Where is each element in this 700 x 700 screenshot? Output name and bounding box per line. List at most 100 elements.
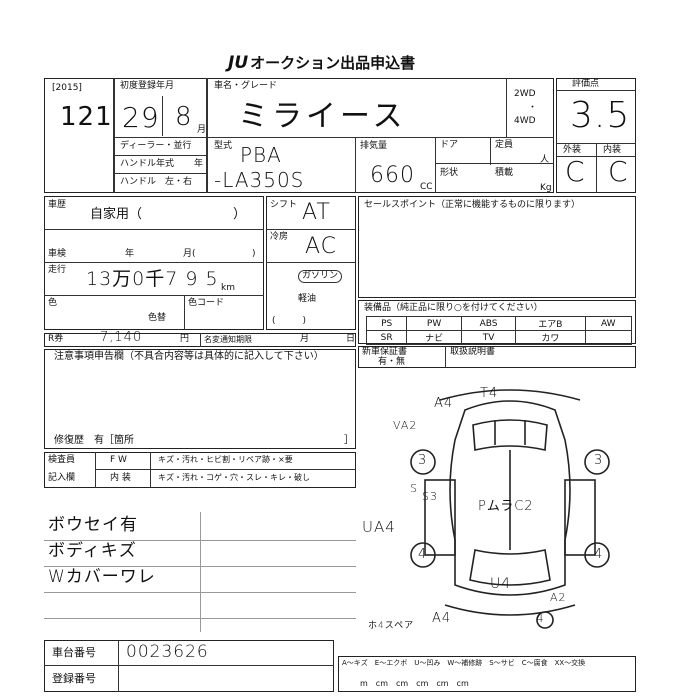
remark-1: ボウセイ有 [48, 515, 138, 535]
damage-ua4: UA4 [362, 518, 396, 536]
registration-month: 8 [175, 102, 193, 132]
cc-unit: CC [420, 182, 433, 192]
equip-navi: ナビ [406, 330, 462, 345]
shift-block [266, 196, 356, 330]
car-damage-diagram [410, 389, 610, 629]
recycle-label: R券 [48, 334, 64, 344]
door-label: ドア [440, 140, 459, 150]
record-box [358, 346, 636, 368]
model-prefix: PBA [240, 143, 282, 167]
damage-s: S [410, 482, 418, 495]
load-unit: Kg [540, 183, 552, 193]
usage-label: 車歴 [48, 200, 67, 210]
dealer-label: ディーラー・並行 [120, 141, 192, 151]
sales-point-box [358, 196, 636, 298]
aircon-value: AC [305, 234, 338, 259]
name-change-day: 日 [346, 334, 356, 344]
equip-empty [584, 330, 632, 345]
registration-year: 29 [122, 101, 160, 134]
handle-label: ハンドル 左・右 [120, 177, 193, 187]
2wd-option: 2WD [514, 89, 536, 99]
capacity-label: 定員 [495, 140, 514, 150]
inspector-box [44, 452, 356, 488]
4wd-option: 4WD [514, 116, 536, 126]
equip-tv: TV [460, 330, 517, 345]
damage-left-front-wheel: 3 [418, 453, 428, 468]
inspection-label: 車検 [48, 249, 67, 259]
bottom-box [44, 640, 334, 692]
car-name-label: 車名・グレード [214, 81, 278, 91]
equip-airbag: エアB [515, 316, 586, 331]
fw-items: キズ・汚れ・ヒビ割・リペア跡・×要 [158, 455, 293, 464]
logo: JU [228, 53, 249, 73]
inspection-month-unit: 月( [183, 249, 196, 259]
inspection-year-unit: 年 [125, 249, 135, 259]
warranty-yes-no: 有・無 [378, 357, 406, 367]
fuel-gasoline: ガソリン [298, 270, 343, 283]
shift-label: シフト [270, 200, 298, 210]
reg-number-label: 登録番号 [52, 672, 96, 685]
damage-a4-rear: A4 [432, 611, 452, 626]
color-code-label: 色コード [188, 298, 225, 308]
displacement-label: 排気量 [360, 141, 388, 151]
usage-value: 自家用（ ） [90, 207, 247, 222]
aircon-label: 冷房 [270, 232, 289, 242]
form-title-text: オークション出品申込書 [250, 54, 416, 72]
exterior-label: 外装 [563, 145, 582, 155]
spare-tire-mark: ホ4スペア [368, 621, 415, 631]
exterior-grade: C [565, 155, 586, 188]
year-tag: [2015] [52, 83, 82, 93]
chassis-number: 0023626 [126, 642, 209, 662]
legend-items: A～キズ E～エクボ U～凹み W～補修跡 S～サビ C～腐食 XX～交換 [342, 659, 586, 667]
repaint-label: 色替 [148, 313, 167, 323]
history-block [44, 196, 264, 330]
equip-leather: カワ [515, 330, 586, 345]
damage-4-rear: 4 [536, 611, 545, 625]
mileage-label: 走行 [48, 265, 67, 275]
header-block [44, 78, 554, 193]
warranty-label: 新車保証書 [362, 347, 408, 357]
notes-box [44, 349, 356, 449]
remark-3: Wカバーワレ [48, 567, 156, 587]
sales-point-label: セールスポイント（正常に機能するものに限ります） [364, 200, 581, 210]
month-unit: 月 [197, 125, 207, 135]
manual-label: 取扱説明書 [450, 347, 496, 357]
damage-left-rear-wheel: 4 [418, 547, 428, 562]
fw-label: F W [110, 455, 127, 465]
legend-box [338, 656, 636, 692]
damage-right-rear-wheel: 4 [594, 547, 604, 562]
fuel-other: ( ) [272, 316, 307, 326]
fuel-light-oil: 軽油 [298, 294, 317, 304]
equipment-table: PS PW ABS エアB AW SR ナビ TV カワ [365, 316, 632, 345]
repair-history-label: 修復歴 有［箇所 [54, 435, 134, 446]
damage-va2: VA2 [393, 419, 418, 432]
equip-ps: PS [365, 316, 408, 331]
color-label: 色 [48, 298, 58, 308]
entry-label: 記入欄 [48, 473, 76, 483]
damage-right-front-wheel: 3 [594, 453, 604, 468]
mileage-value: 13万0千7 9 5 [86, 268, 219, 290]
model-year-unit: 年 [194, 159, 204, 169]
interior-grade: C [608, 155, 629, 188]
damage-paint-c2: PムラC2 [478, 499, 534, 514]
chassis-label: 車台番号 [52, 646, 96, 659]
interior-label: 内装 [603, 145, 622, 155]
recycle-value: 7,140 [100, 330, 143, 345]
interior-check-label: 内 装 [110, 473, 131, 483]
equip-aw: AW [584, 316, 632, 331]
first-registration-label: 初度登録年月 [120, 81, 175, 91]
grade-label: 評価点 [572, 79, 600, 89]
shift-value: AT [302, 200, 331, 225]
name-change-label: 名変通知期限 [204, 335, 252, 344]
inspection-close: ) [252, 249, 256, 259]
model-label: 型式 [214, 141, 233, 151]
capacity-unit: 人 [540, 155, 550, 165]
lot-number: 121 [60, 102, 113, 132]
mileage-unit: km [221, 283, 235, 293]
model-year-label: ハンドル年式 [120, 159, 175, 169]
name-change-month: 月 [300, 334, 310, 344]
displacement: 660 [370, 163, 415, 188]
interior-items: キズ・汚れ・コゲ・穴・スレ・キレ・破し [158, 473, 310, 482]
drive-separator: ・ [528, 103, 538, 113]
